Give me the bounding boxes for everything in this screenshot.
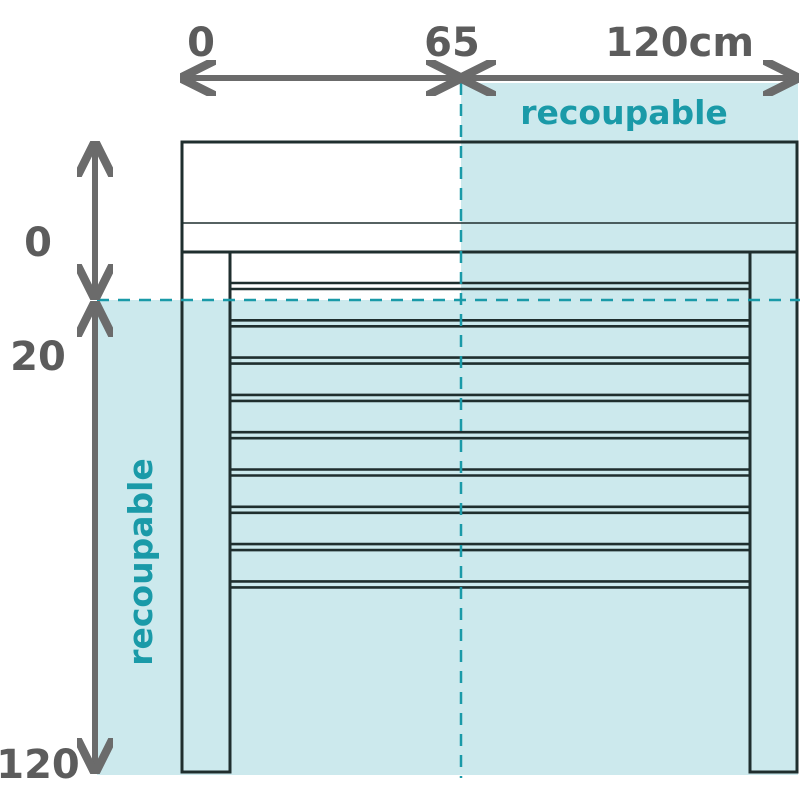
shutter-slat [230, 318, 750, 328]
height-zone-label: recoupable [121, 458, 160, 666]
shutter-slat [230, 281, 750, 291]
height-cut-zone [97, 300, 461, 775]
height-tick-120: 120 [0, 742, 80, 788]
shutter-slat [230, 580, 750, 589]
shutter-slat [230, 505, 750, 515]
shutter-slat [230, 468, 750, 477]
width-tick-65: 65 [424, 20, 480, 66]
width-cut-zone [461, 83, 798, 775]
shutter-slat [230, 393, 750, 403]
shutter-slats [230, 281, 750, 589]
height-tick-0: 0 [24, 220, 52, 266]
shutter-slat [230, 356, 750, 365]
width-tick-120cm: 120cm [605, 20, 754, 66]
shutter-slat [230, 430, 750, 440]
shutter-slat [230, 542, 750, 552]
height-tick-20: 20 [10, 334, 66, 380]
width-zone-label: recoupable [520, 93, 728, 132]
width-tick-0: 0 [187, 20, 215, 66]
shutter-box [180, 140, 799, 254]
